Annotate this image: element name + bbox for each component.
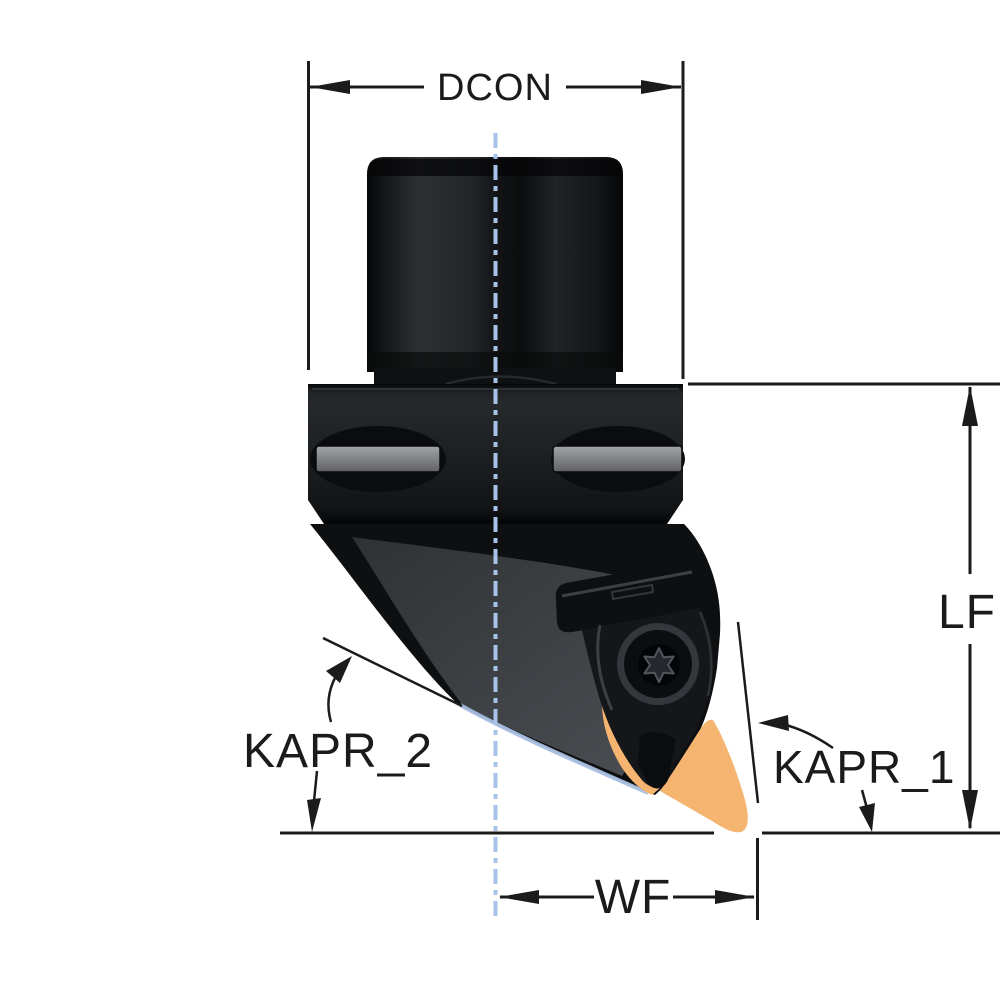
kapr2-down-leader [312,770,319,802]
wf-arrow-left [499,890,539,904]
dcon-arrow-right [641,80,681,94]
insert-tip [660,719,748,833]
kapr1-down-arrowhead [859,803,875,832]
clamp-finger [638,732,676,789]
left-slot-bar [315,445,441,473]
kapr2-annotation: KAPR_2 [243,636,463,832]
dcon-label: DCON [437,67,553,109]
wf-label: WF [595,871,672,924]
right-slot-bar [552,445,683,473]
wf-dimension: WF [499,838,759,924]
dcon-dimension: DCON [307,61,685,379]
neck-fillet-arc [445,375,557,386]
dcon-arrow-left [310,80,350,94]
dimensions: DCON LF WF KAPR_2 [243,61,1000,924]
kapr2-down-arrowhead [307,798,321,832]
kapr2-arc-leader [327,675,338,723]
lf-arrow-down [962,790,978,830]
kapr2-angle-line [322,636,463,708]
clamp-cap-notch [610,583,655,601]
kapr1-angle-line [736,621,760,804]
kapr2-arc-arrowhead [326,656,352,683]
kapr1-label: KAPR_1 [773,741,955,793]
torx-screw-icon [643,647,675,683]
cutting-edge-highlight [459,703,649,795]
kapr1-annotation: KAPR_1 [736,621,955,832]
kapr2-label: KAPR_2 [243,725,433,778]
insert-clamp [555,560,714,789]
clamp-right-highlight [698,611,713,697]
tool-holder [308,133,748,920]
wf-arrow-right [715,890,755,904]
clamp-cap-highlight [561,570,693,598]
lf-dimension: LF [688,382,1000,830]
clamp-left-highlight [596,624,614,711]
kapr1-arc-arrowhead [758,715,789,731]
lf-label: LF [938,586,996,639]
lf-arrow-up [962,386,978,426]
